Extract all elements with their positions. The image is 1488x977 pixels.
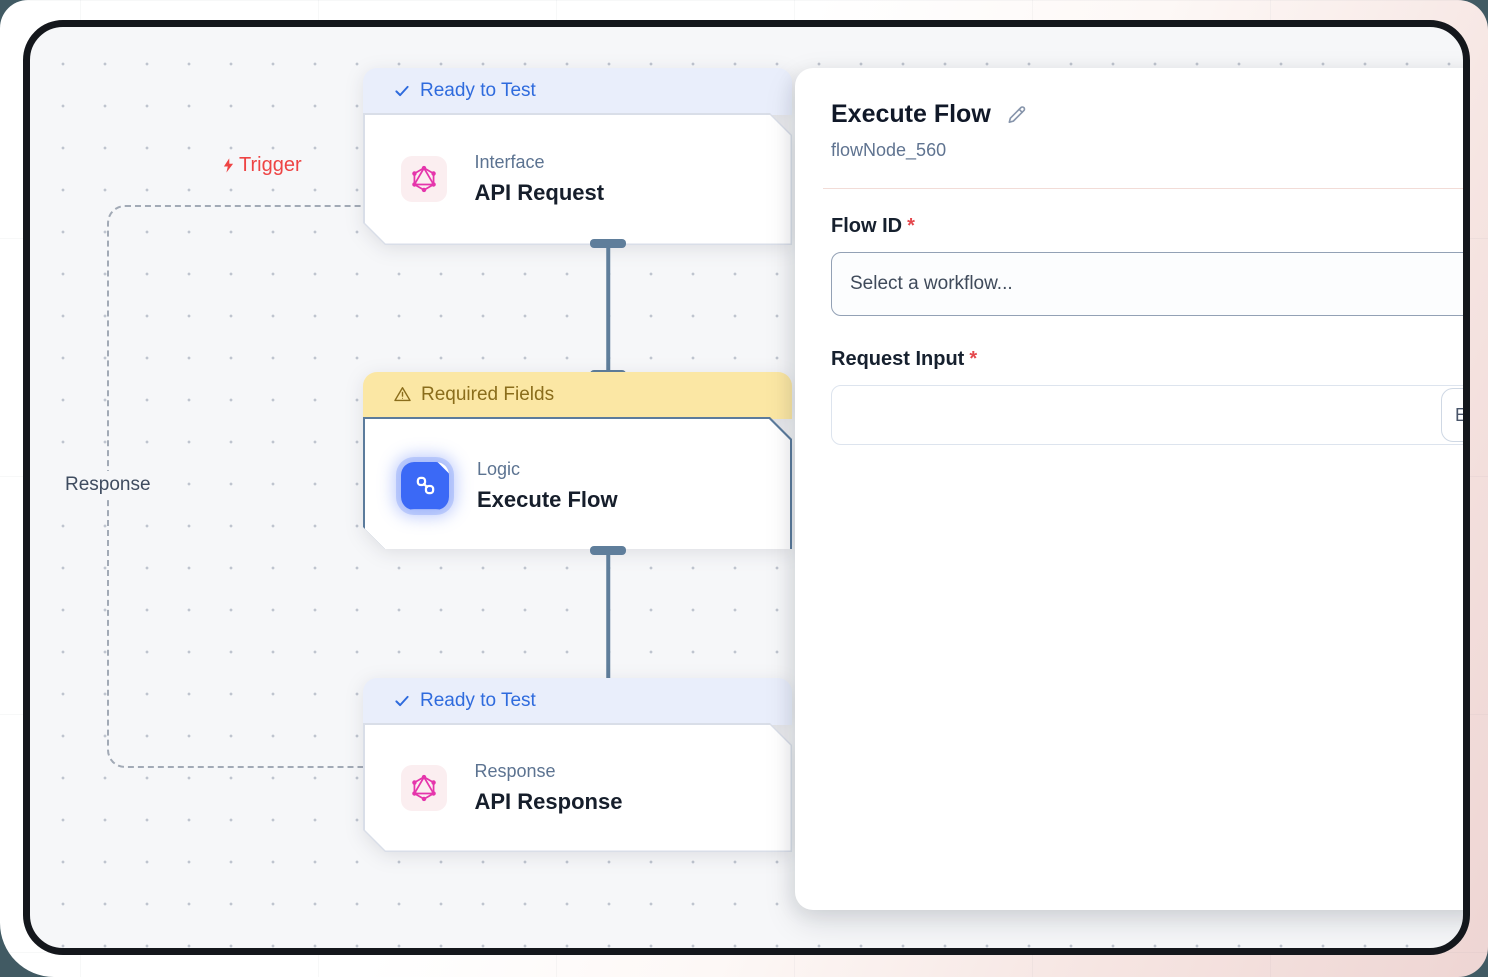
check-icon: [395, 85, 409, 96]
graphql-icon: [401, 156, 447, 202]
field-label-request-input: Request Input*: [831, 348, 978, 370]
response-edge-label: Response: [58, 471, 158, 499]
flow-icon: [401, 462, 449, 510]
node-category: Logic: [477, 458, 521, 479]
required-asterisk: *: [969, 348, 978, 370]
select-placeholder: Select a workflow...: [850, 273, 1013, 294]
graphql-icon: [401, 765, 447, 811]
node-category: Interface: [474, 152, 545, 172]
flow-id-select[interactable]: Select a workflow...: [831, 252, 1463, 316]
required-asterisk: *: [907, 215, 915, 237]
field-label-flow-id: Flow ID*: [831, 215, 915, 237]
panel-divider: [823, 188, 1463, 189]
node-status-banner: Required Fields: [363, 372, 792, 419]
edit-pencil-icon[interactable]: [1005, 103, 1028, 126]
node-card[interactable]: Interface API Request: [363, 113, 792, 245]
warning-icon: [394, 387, 411, 402]
node-status-banner: Ready to Test: [363, 68, 792, 115]
node-execute-flow[interactable]: Required Fields Logic: [363, 372, 792, 549]
node-category: Response: [474, 760, 556, 781]
node-api-request[interactable]: Ready to Test Interface API Request: [363, 68, 792, 245]
node-api-response[interactable]: Ready to Test Response API Response: [363, 678, 792, 852]
connector-handle: [590, 546, 626, 555]
node-title: API Response: [474, 788, 623, 814]
expand-button[interactable]: E: [1441, 388, 1463, 442]
flow-canvas[interactable]: Trigger Response Ready to Test: [30, 27, 1463, 948]
node-card[interactable]: Logic Execute Flow: [363, 417, 792, 549]
check-icon: [395, 695, 409, 706]
bolt-icon: [223, 158, 234, 173]
edge-connector: [578, 239, 638, 379]
trigger-label-text: Trigger: [239, 154, 302, 176]
node-config-panel: Execute Flow flowNode_560 Flow ID* Selec…: [795, 68, 1463, 910]
node-title: Execute Flow: [477, 486, 618, 512]
edge-connector: [578, 546, 638, 687]
connector-line: [606, 246, 610, 372]
panel-title: Execute Flow: [831, 100, 991, 128]
connector-handle: [590, 239, 626, 248]
app-window-frame: Trigger Response Ready to Test: [23, 20, 1470, 955]
node-status-text: Ready to Test: [420, 689, 536, 711]
request-input-field[interactable]: [831, 385, 1463, 445]
node-status-text: Ready to Test: [420, 79, 536, 101]
node-status-banner: Ready to Test: [363, 678, 792, 725]
node-status-text: Required Fields: [421, 383, 555, 405]
node-card[interactable]: Response API Response: [363, 723, 792, 852]
node-title: API Request: [474, 180, 605, 205]
trigger-label: Trigger: [220, 154, 302, 177]
node-id: flowNode_560: [831, 140, 947, 160]
connector-line: [606, 553, 610, 680]
